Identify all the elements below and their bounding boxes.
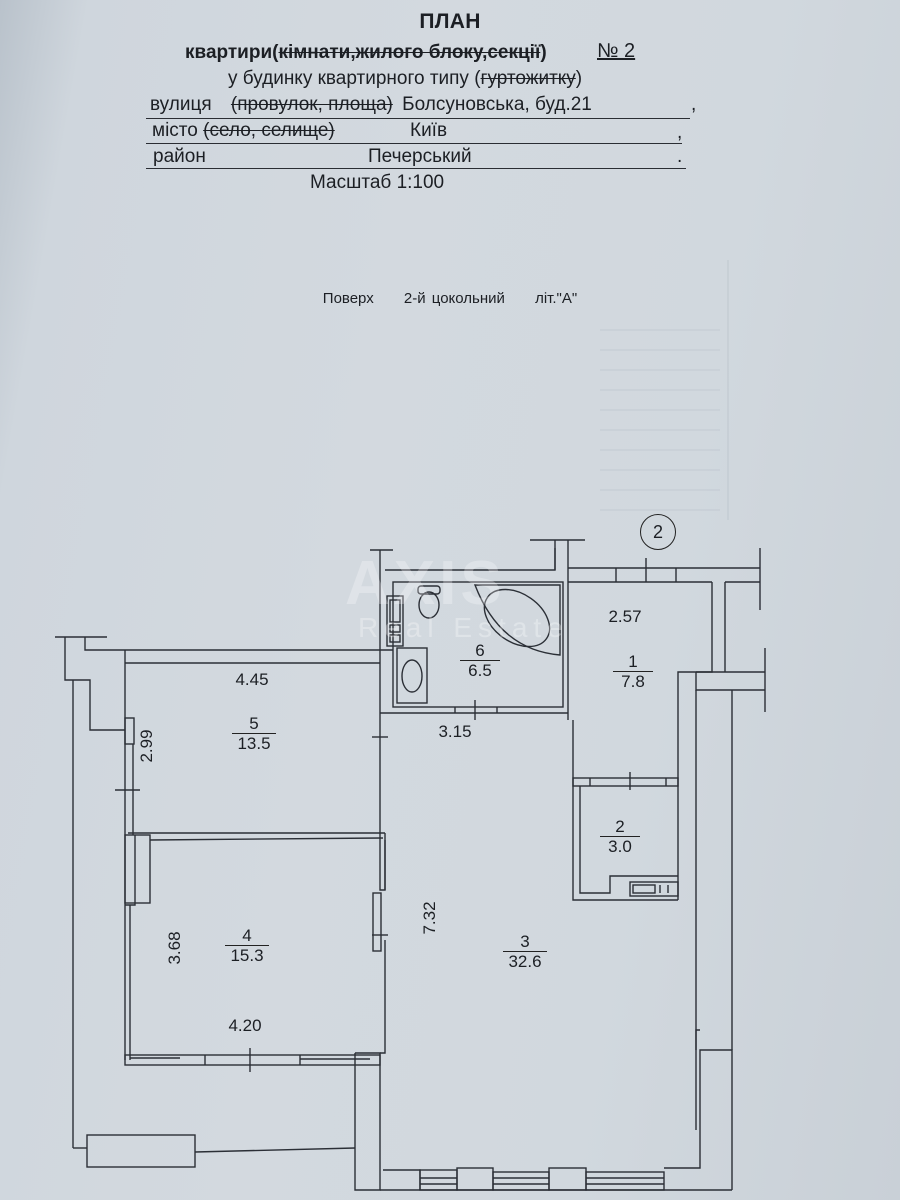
room-4-dimension-horizontal: 4.20 <box>228 1016 262 1035</box>
underline <box>146 168 686 169</box>
apartment-type-line: квартири(кімнати,жилого блоку,секції) <box>185 42 547 63</box>
room-3-dimension: 7.32 <box>420 901 439 935</box>
district-label: район <box>153 146 206 167</box>
apartment-marker: 2 <box>640 514 676 550</box>
floor-value: 2-й цокольний <box>403 290 505 307</box>
underline <box>146 143 682 144</box>
floor-label: Поверх <box>322 290 374 307</box>
building-letter: літ."А" <box>535 290 578 307</box>
apartment-number: № 2 <box>597 40 636 62</box>
city-value: Київ <box>410 120 448 141</box>
building-type-line: у будинку квартирного типу (гуртожитку) <box>228 68 583 89</box>
document-title: ПЛАН <box>419 10 481 33</box>
street-line-end: , <box>691 94 697 115</box>
room-5-dimension-vertical: 2.99 <box>137 729 156 763</box>
city-line-end: , <box>677 122 683 143</box>
floor-info: Поверх 2-й цокольний літ."А" <box>0 290 900 307</box>
room-6-dimension: 3.15 <box>438 722 472 741</box>
street-line: вулиця (провулок, площа) Болсуновська, б… <box>150 94 592 115</box>
underline <box>146 118 690 119</box>
city-line: місто (село, селище) <box>152 120 335 141</box>
watermark-brand: AXIS <box>345 549 506 618</box>
room-5-dimension-horizontal: 4.45 <box>235 670 269 689</box>
ruled-lines <box>600 260 729 520</box>
scale-label: Масштаб 1:100 <box>310 172 445 193</box>
room-1-dimension: 2.57 <box>608 607 642 626</box>
district-value: Печерський <box>368 146 472 167</box>
room-4-dimension-vertical: 3.68 <box>165 931 184 965</box>
watermark-sub: Real Estate <box>358 612 569 643</box>
district-line-end: . <box>677 146 683 167</box>
